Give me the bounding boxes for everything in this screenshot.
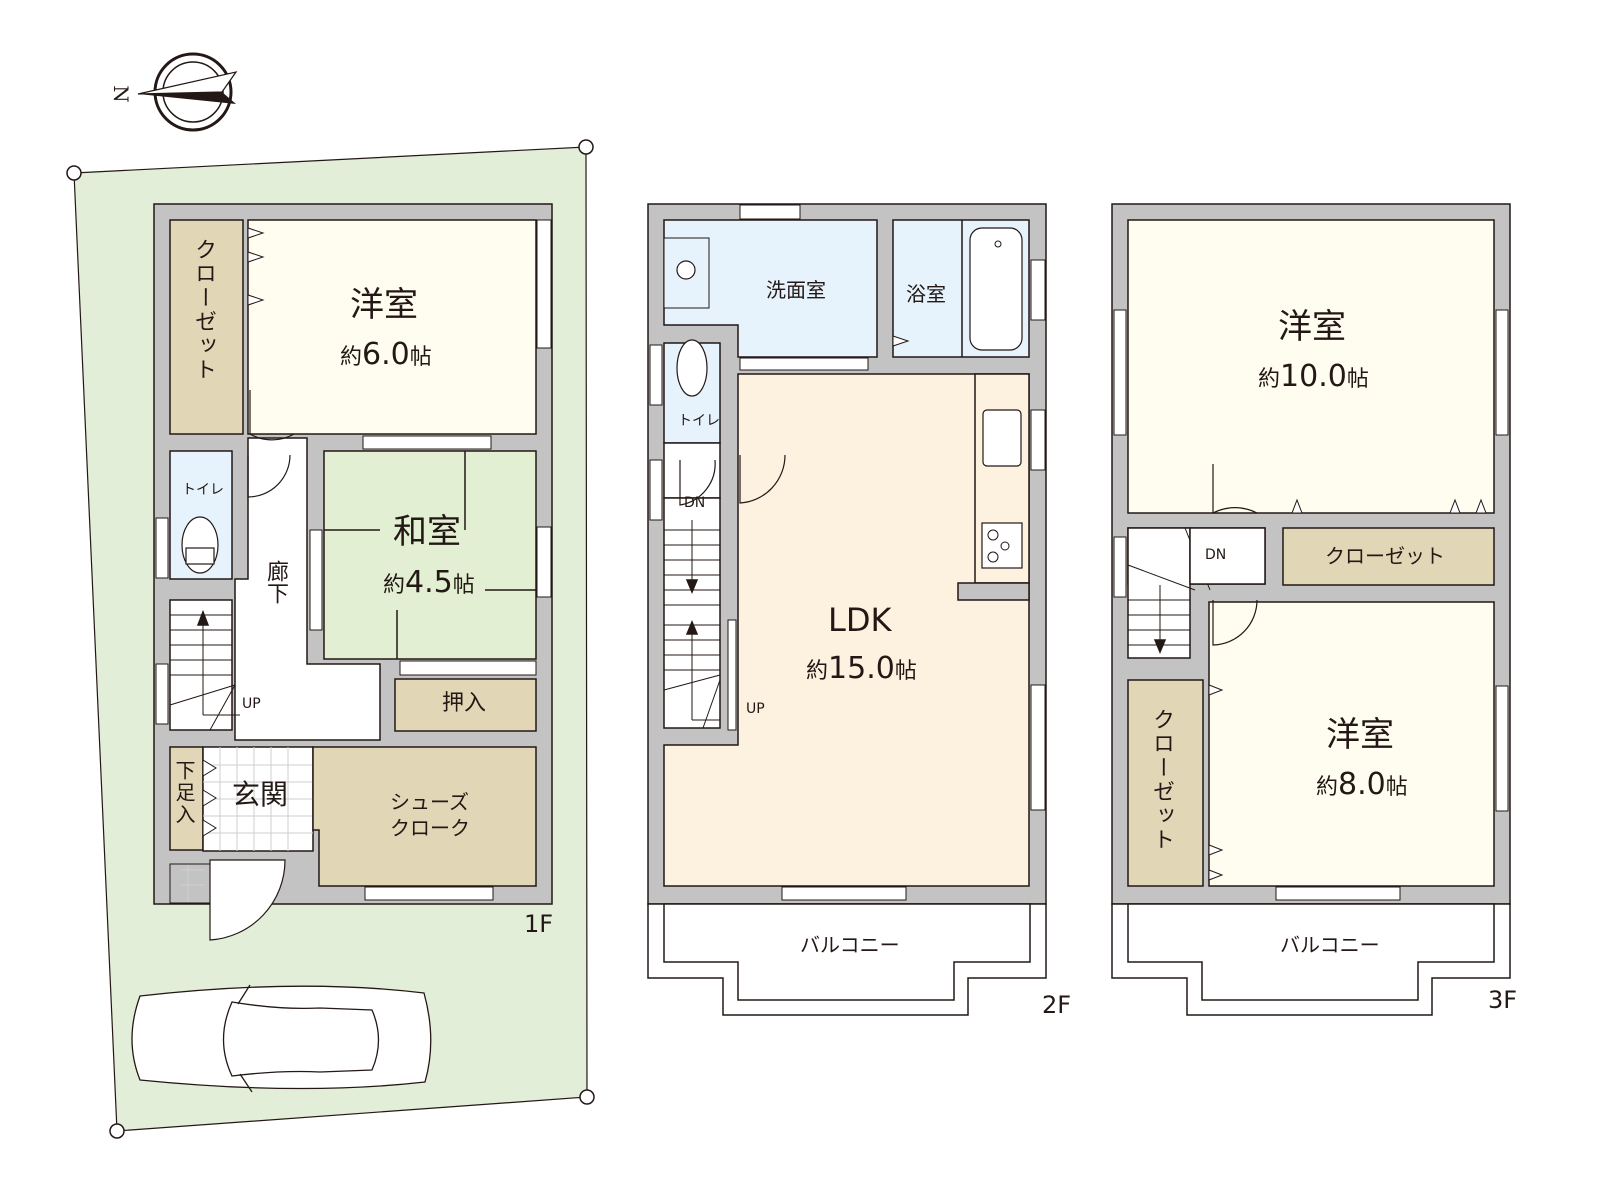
stairs-dn-label-2f: DN xyxy=(684,495,706,511)
room-japanese-1f-name: 和室 xyxy=(393,512,461,552)
stairs-dn-label-3f: DN xyxy=(1205,547,1227,563)
floor-label-3f: 3F xyxy=(1488,986,1518,1014)
car-icon xyxy=(131,984,432,1093)
room-western-3f-small-name: 洋室 xyxy=(1326,715,1394,755)
shoe-cloak-label-1f-line1: シューズ xyxy=(390,790,469,814)
site-corner-markers xyxy=(66,139,595,1139)
toilet-label-2f: トイレ xyxy=(678,413,720,429)
closet-label-3f-side: クローゼット xyxy=(1149,708,1174,852)
compass-icon xyxy=(137,52,238,132)
closet-label-1f: クローゼット xyxy=(191,238,216,382)
floor-label-1f: 1F xyxy=(524,910,554,938)
shoe-cabinet-label-1f: 下足入 xyxy=(172,760,196,826)
balcony-label-3f: バルコニー xyxy=(1280,933,1380,957)
oshiire-label-1f: 押入 xyxy=(442,691,487,716)
toilet-label-1f: トイレ xyxy=(182,482,224,498)
room-western-3f-large-name: 洋室 xyxy=(1278,307,1346,347)
room-western-3f-small-area: 約8.0帖 xyxy=(1316,767,1408,802)
hallway-label-1f: 廊下 xyxy=(263,560,288,604)
shoe-cloak-label-1f-line2: クローク xyxy=(390,816,470,840)
stairs-up-label-2f: UP xyxy=(746,701,765,717)
room-ldk-area: 約15.0帖 xyxy=(806,651,917,686)
floor-1f xyxy=(153,203,553,941)
floor-label-2f: 2F xyxy=(1042,991,1072,1019)
balcony-label-2f: バルコニー xyxy=(800,933,900,957)
room-japanese-1f-area: 約4.5帖 xyxy=(383,565,475,600)
floor-2f xyxy=(647,203,1047,1016)
room-western-3f-large-area: 約10.0帖 xyxy=(1258,359,1369,394)
closet-label-3f-top: クローゼット xyxy=(1325,544,1445,568)
compass-north-label: N xyxy=(108,85,133,103)
entrance-label-1f: 玄関 xyxy=(232,778,289,811)
washroom-label-2f: 洗面室 xyxy=(766,278,826,302)
stairs-up-label-1f: UP xyxy=(242,696,261,712)
room-ldk-name: LDK xyxy=(828,601,892,639)
room-western-1f-name: 洋室 xyxy=(350,285,418,325)
floor-3f xyxy=(1111,203,1511,1016)
bathroom-label-2f: 浴室 xyxy=(906,282,946,306)
room-western-1f-area: 約6.0帖 xyxy=(340,337,432,372)
